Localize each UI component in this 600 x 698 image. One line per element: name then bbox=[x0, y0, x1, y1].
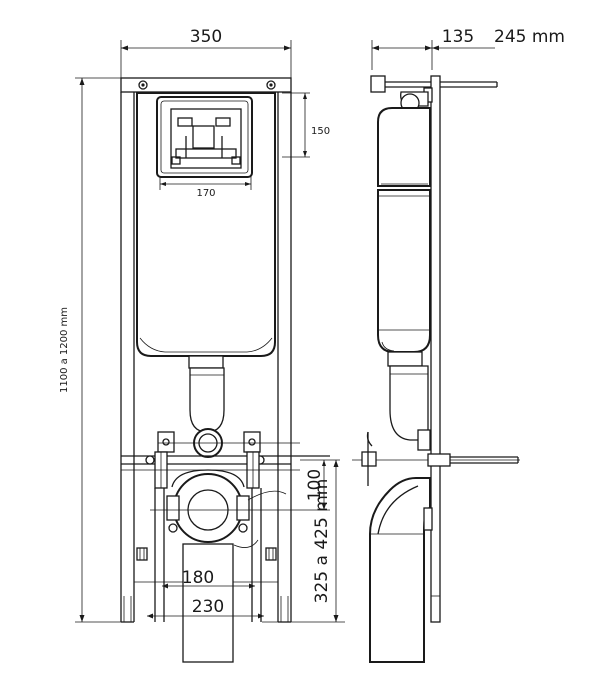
drain-pipe bbox=[182, 543, 234, 663]
depth-front-label: 135 bbox=[442, 27, 474, 47]
top-screw-left bbox=[138, 80, 148, 90]
top-screw-right bbox=[266, 80, 276, 90]
side-crossbar bbox=[352, 431, 520, 486]
plate-height-dimension: 150 bbox=[282, 92, 330, 158]
bolt-spacing-dimension: 180 bbox=[162, 568, 255, 589]
outlet-dimensions: 100 325 a 425 mm bbox=[262, 459, 345, 623]
top-anchor-rod bbox=[370, 75, 498, 93]
side-outlet-bend bbox=[369, 477, 433, 663]
flush-plate bbox=[156, 96, 253, 178]
flush-connector bbox=[157, 428, 300, 458]
plate-height-label: 150 bbox=[311, 126, 330, 137]
depth-dimension: 135 245 mm bbox=[371, 27, 565, 70]
plate-width-dimension: 170 bbox=[159, 176, 252, 199]
bolt-spacing-label: 180 bbox=[182, 568, 214, 588]
crossbar bbox=[121, 451, 330, 489]
foot-spacing-label: 230 bbox=[192, 597, 224, 617]
height-label: 1100 a 1200 mm bbox=[59, 307, 70, 393]
width-label: 350 bbox=[190, 27, 222, 47]
flush-pipe bbox=[188, 355, 225, 433]
outlet-height-label: 325 a 425 mm bbox=[312, 479, 332, 604]
side-view: 135 245 mm bbox=[352, 27, 565, 663]
outlet-offset-label: 100 bbox=[305, 469, 325, 501]
side-cistern bbox=[377, 91, 431, 353]
front-view: 350 1100 a 1200 mm bbox=[59, 27, 345, 663]
foot-spacing-dimension: 230 bbox=[147, 597, 264, 619]
side-flush-pipe bbox=[387, 351, 431, 451]
depth-back-label: 245 mm bbox=[494, 27, 565, 47]
plate-width-label: 170 bbox=[196, 188, 215, 199]
width-dimension: 350 bbox=[120, 27, 292, 78]
frame-legs bbox=[120, 92, 292, 623]
height-dimension: 1100 a 1200 mm bbox=[59, 77, 121, 623]
wc-outlet bbox=[150, 469, 300, 548]
